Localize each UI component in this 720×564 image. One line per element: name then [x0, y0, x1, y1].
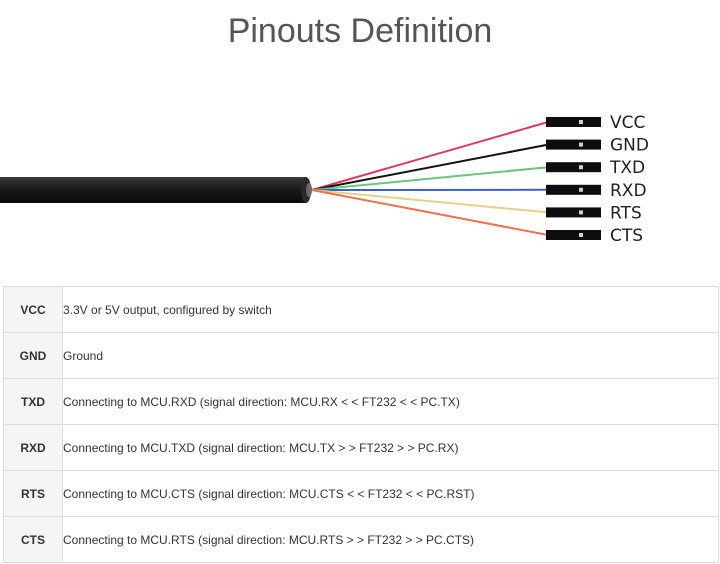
pin-name-cell: RTS: [3, 470, 63, 517]
wire-rts: [311, 189, 549, 214]
wire-cts: [311, 189, 549, 236]
pin-description-cell: Ground: [62, 332, 719, 379]
wire-vcc: [311, 121, 549, 191]
pin-description-cell: Connecting to MCU.TXD (signal direction:…: [62, 424, 719, 471]
connector-gnd: [546, 139, 601, 150]
connector-pin-hole: [579, 210, 583, 215]
cable-core: [306, 183, 312, 197]
pin-label-vcc: VCC: [610, 113, 645, 133]
connector-txd: [546, 162, 601, 173]
pin-name-cell: GND: [3, 332, 63, 379]
pin-name-cell: RXD: [3, 424, 63, 471]
pin-name-cell: VCC: [3, 286, 63, 333]
pin-name-cell: CTS: [3, 516, 63, 563]
connector-pin-hole: [579, 142, 583, 147]
cable-body: [0, 177, 306, 203]
connector-rts: [546, 207, 601, 218]
connector-vcc: [546, 117, 601, 127]
pin-label-gnd: GND: [610, 136, 649, 156]
wire-txd: [311, 166, 549, 191]
pin-label-txd: TXD: [609, 158, 645, 178]
connector-pin-hole: [579, 120, 583, 124]
wire-gnd: [311, 143, 549, 191]
connector-pin-hole: [579, 165, 583, 170]
pin-description-cell: 3.3V or 5V output, configured by switch: [62, 286, 719, 333]
wire-group: [311, 121, 549, 236]
page-title: Pinouts Definition: [227, 12, 493, 50]
connector-pin-hole: [579, 187, 583, 192]
connector-pin-hole: [579, 233, 583, 237]
pin-label-rts: RTS: [610, 203, 642, 223]
pin-label-rxd: RXD: [610, 181, 647, 201]
pin-name-cell: TXD: [3, 378, 63, 425]
pin-description-cell: Connecting to MCU.RTS (signal direction:…: [62, 516, 719, 563]
pin-description-cell: Connecting to MCU.RXD (signal direction:…: [62, 378, 719, 425]
pin-description-cell: Connecting to MCU.CTS (signal direction:…: [62, 470, 719, 517]
connector-rxd: [546, 184, 601, 195]
pin-label-cts: CTS: [610, 226, 643, 246]
connector-cts: [546, 230, 601, 240]
